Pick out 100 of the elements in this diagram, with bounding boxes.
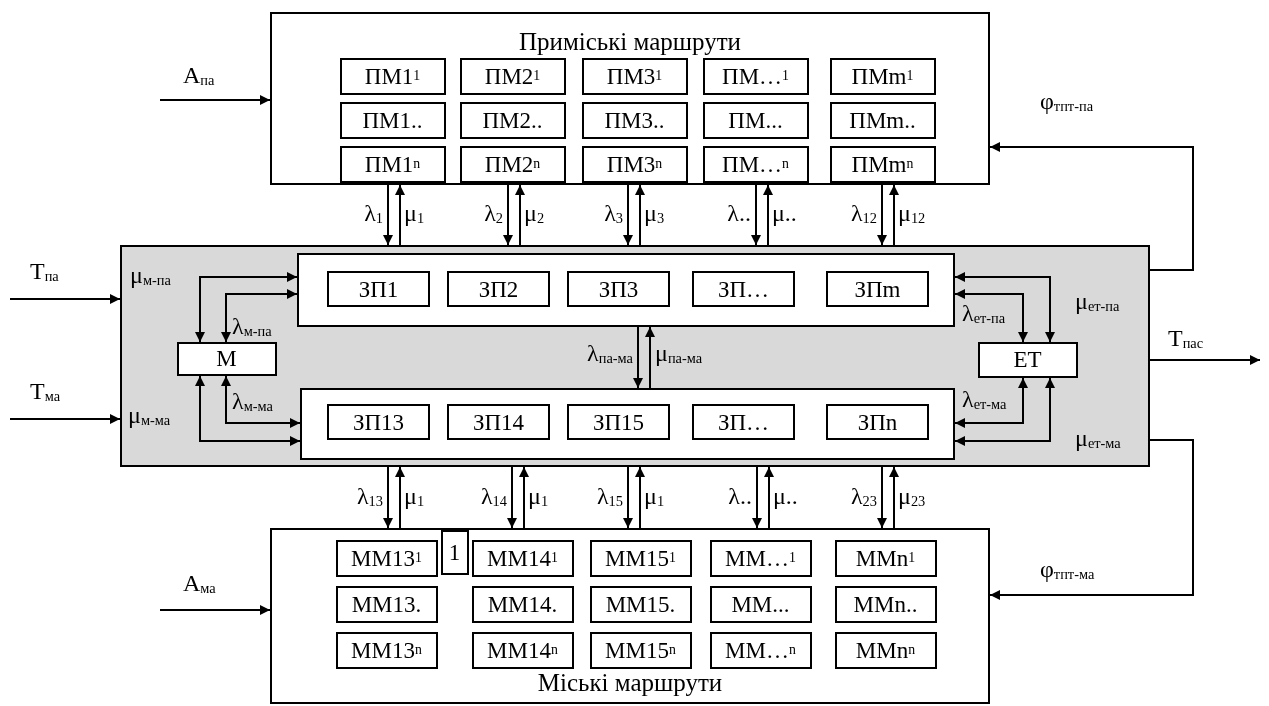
stop-box: ЗП1: [327, 271, 430, 307]
arrow: [752, 466, 762, 529]
edge-label: μ$_{м-па}$: [130, 262, 171, 289]
edge-label: μ$_{12}$: [898, 200, 926, 227]
edge-label: λ$_{м-ма}$: [232, 388, 273, 415]
arrow: [195, 375, 301, 446]
edge-label: μ$_{1}$: [404, 483, 425, 510]
arrow: [954, 272, 1055, 343]
stop-box: ЗП13: [327, 404, 430, 440]
edge-label: μ$_{па-ма}$: [655, 340, 703, 367]
container-box: [299, 387, 955, 460]
arrow: [877, 466, 887, 529]
arrow: [989, 439, 1194, 600]
stop-box: ЗП2: [447, 271, 550, 307]
arrow: [889, 466, 899, 529]
arrow: [623, 184, 633, 246]
stop-box: ЗП15: [567, 404, 670, 440]
edge-label: λ$_{12}$: [850, 200, 877, 227]
edge-label: λ$_{15}$: [596, 483, 623, 510]
arrow: [763, 184, 773, 246]
system-panel: [120, 245, 1150, 467]
route-box: ММ15.: [589, 585, 692, 623]
edge-label: λ$_{14}$: [480, 483, 507, 510]
stop-box: ЗПm: [826, 271, 929, 307]
edge-label: А$_{ма}$: [183, 570, 216, 597]
edge-label: φ$_{тпт-па}$: [1040, 88, 1094, 115]
process-box: ЕТ: [977, 341, 1078, 378]
edge-label: Т$_{ма}$: [30, 378, 61, 405]
stop-box: ЗП…: [692, 271, 795, 307]
edge-label: μ$_{1}$: [528, 483, 549, 510]
arrow: [1149, 355, 1261, 365]
route-box: ПМm..: [829, 101, 936, 139]
route-box: ПМ1..: [339, 101, 446, 139]
edge-label: λ$_{м-па}$: [232, 313, 272, 340]
arrow: [395, 466, 405, 529]
stop-box: ЗП14: [447, 404, 550, 440]
arrow: [9, 414, 121, 424]
arrow: [764, 466, 774, 529]
edge-label: λ$_{па-ма}$: [587, 340, 633, 367]
edge-label: λ$_{ет-па}$: [962, 300, 1006, 327]
arrow: [751, 184, 761, 246]
arrow: [515, 184, 525, 246]
edge-label: φ$_{тпт-ма}$: [1040, 556, 1095, 583]
route-box: ММ...: [709, 585, 812, 623]
arrow: [623, 466, 633, 529]
arrow: [507, 466, 517, 529]
edge-label: λ..: [728, 483, 752, 510]
edge-label: μ$_{2}$: [524, 200, 545, 227]
stop-box: ЗП…: [692, 404, 795, 440]
route-box: ПМ3..: [581, 101, 688, 139]
arrow: [159, 95, 271, 105]
arrow: [877, 184, 887, 246]
arrow: [395, 184, 405, 246]
edge-label: λ$_{3}$: [604, 200, 623, 227]
arrow: [195, 272, 298, 343]
edge-label: λ$_{ет-ма}$: [962, 386, 1007, 413]
edge-label: Т$_{пас}$: [1168, 325, 1204, 352]
stop-box: ЗПn: [826, 404, 929, 440]
group-box: [270, 528, 990, 704]
container-box: [296, 252, 955, 327]
arrow: [221, 375, 301, 428]
arrow: [954, 377, 1055, 446]
group-title: Міські маршрути: [537, 669, 723, 697]
arrow: [503, 184, 513, 246]
edge-label: λ$_{23}$: [850, 483, 877, 510]
box: 1: [440, 529, 469, 575]
arrow: [159, 605, 271, 615]
edge-label: μ..: [773, 483, 798, 510]
arrow: [221, 289, 298, 343]
arrow: [989, 142, 1194, 271]
edge-label: μ..: [772, 200, 797, 227]
arrow: [635, 466, 645, 529]
arrow: [645, 326, 655, 389]
edge-label: А$_{па}$: [183, 62, 215, 89]
edge-label: μ$_{3}$: [644, 200, 665, 227]
arrow: [633, 326, 643, 389]
route-box: ПМ...: [702, 101, 809, 139]
route-box: ПМ2..: [459, 101, 566, 139]
group-box: [270, 12, 990, 185]
edge-label: μ$_{ет-па}$: [1075, 288, 1120, 315]
edge-label: λ$_{13}$: [356, 483, 383, 510]
edge-label: μ$_{м-ма}$: [128, 402, 171, 429]
group-title: Приміські маршрути: [519, 28, 741, 56]
edge-label: μ$_{ет-ма}$: [1075, 425, 1121, 452]
edge-label: λ$_{2}$: [484, 200, 503, 227]
arrow: [954, 289, 1028, 343]
arrow: [383, 466, 393, 529]
edge-label: Т$_{па}$: [30, 258, 59, 285]
edge-label: λ..: [727, 200, 751, 227]
edge-label: μ$_{1}$: [644, 483, 665, 510]
arrow: [383, 184, 393, 246]
edge-label: λ$_{1}$: [364, 200, 383, 227]
arrow: [9, 294, 121, 304]
arrow: [889, 184, 899, 246]
stop-box: ЗП3: [567, 271, 670, 307]
route-box: ММ14.: [471, 585, 574, 623]
arrow: [519, 466, 529, 529]
arrow: [954, 377, 1028, 428]
arrow: [635, 184, 645, 246]
process-box: М: [176, 341, 277, 376]
